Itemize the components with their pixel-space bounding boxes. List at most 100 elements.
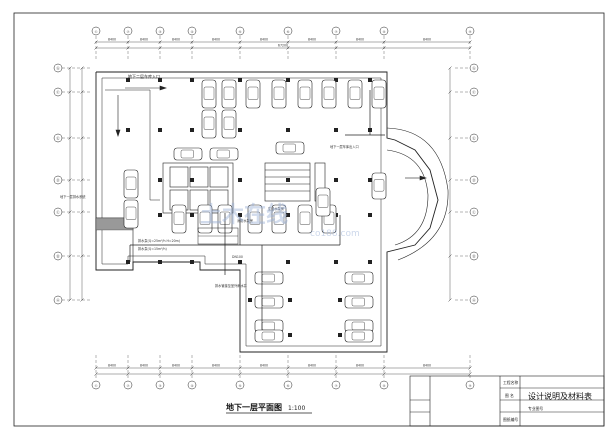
axis-label-left: Ⓕ [56, 90, 60, 95]
dimension-text: 8400 [108, 38, 116, 42]
dimension-text: 8400 [212, 364, 220, 368]
axis-bubble-top [123, 26, 133, 36]
parked-car [173, 147, 203, 161]
axis-bubble-bottom [187, 380, 197, 390]
parked-car [254, 271, 284, 285]
axis-label-top: ⑥ [287, 30, 290, 34]
dimension-text: 8400 [308, 38, 316, 42]
axis-bubble-bottom [155, 380, 165, 390]
axis-bubble-top [331, 26, 341, 36]
column [334, 128, 338, 132]
annotation-labels: 地下二层车库入口 消防水泵房 生活水泵房 地下一层排水系统 排水泵(Q=25m³… [60, 73, 359, 288]
parked-car [371, 172, 387, 200]
axis-label-right: Ⓒ [472, 210, 476, 215]
column [334, 178, 338, 182]
axis-label-right: Ⓐ [472, 298, 476, 303]
dimension-text: 8400 [260, 364, 268, 368]
axis-label-bottom: ⑤ [239, 384, 242, 388]
axis-bubble-right [469, 133, 479, 143]
dimension-text: 8400 [140, 38, 148, 42]
parked-car [221, 109, 237, 139]
dimension-text: 8400 [423, 38, 431, 42]
dimension-text: 8400 [140, 364, 148, 368]
parked-car [297, 204, 313, 234]
drawing-title: 地下一层平面图 [226, 402, 282, 412]
watermark: 土木在线 [200, 202, 288, 228]
axis-label-top: ③ [159, 30, 162, 34]
axis-label-bottom: ③ [159, 384, 162, 388]
title-block [409, 375, 605, 427]
column [238, 128, 242, 132]
column [158, 213, 162, 217]
axis-label-top: ⑤ [239, 30, 242, 34]
column [286, 178, 290, 182]
axis-bubble-right [469, 87, 479, 97]
parked-car [123, 199, 139, 229]
column [286, 128, 290, 132]
axis-bubble-top [91, 26, 101, 36]
dimension-text: 8400 [308, 364, 316, 368]
room-note: 消防水泵房 [237, 218, 253, 223]
axis-label-top: ④ [191, 30, 194, 34]
parked-car [315, 187, 331, 217]
dimension-text: 8400 [108, 364, 116, 368]
mid-note: 排水泵(Q=25m³/h H=20m) [138, 238, 180, 243]
axis-bubble-right [469, 295, 479, 305]
parked-car [221, 79, 237, 109]
watermark-sub: co188.com [310, 229, 360, 239]
column [238, 178, 242, 182]
right-note: 地下一层车库出入口 [330, 144, 359, 149]
column [158, 260, 162, 264]
parked-car [275, 141, 305, 155]
axis-bubble-bottom [379, 380, 389, 390]
axis-label-bottom: ⑧ [383, 384, 386, 388]
column [286, 78, 290, 82]
axis-bubble-left [53, 207, 63, 217]
dimension-lines: 8400 8400 8400 8400 8400 8400 8400 8400 8400 8400… [68, 38, 472, 376]
axis-bubble-bottom [465, 380, 475, 390]
dimension-text: 8400 [172, 364, 180, 368]
note-label: 专业图号 [528, 406, 543, 411]
column [238, 78, 242, 82]
column [238, 260, 242, 264]
column [158, 78, 162, 82]
pipe-note: DN100 [232, 255, 243, 259]
sub-label: 图 名 [505, 393, 514, 398]
sheet-border [13, 12, 605, 427]
mid-note-2: 排水泵(Q=15m³/h) [138, 246, 167, 251]
axis-label-top: ② [127, 30, 130, 34]
axis-label-bottom: ⑥ [287, 384, 290, 388]
drainage-pipes [105, 89, 385, 330]
parked-car [371, 79, 387, 109]
axis-bubble-top [283, 26, 293, 36]
dimension-text: 8400 [260, 38, 268, 42]
axis-label-left: Ⓑ [56, 254, 60, 259]
parked-car [271, 204, 287, 234]
parked-car [171, 204, 187, 234]
axis-bubble-top [379, 26, 389, 36]
axis-label-top: ① [95, 30, 98, 34]
column [286, 260, 290, 264]
axis-bubble-right [469, 207, 479, 217]
axis-label-right: Ⓓ [472, 178, 476, 183]
column [338, 333, 342, 337]
dimension-text: 8400 [212, 38, 220, 42]
axis-bubble-top [465, 26, 475, 36]
axis-label-bottom: ⑨ [469, 384, 472, 388]
column [158, 128, 162, 132]
column [126, 128, 130, 132]
column [190, 128, 194, 132]
axis-label-top: ⑦ [335, 30, 338, 34]
axis-label-left: Ⓔ [56, 136, 60, 141]
axis-label-right: Ⓔ [472, 136, 476, 141]
column [248, 298, 252, 302]
parked-car [347, 79, 363, 109]
dimension-text: 8400 [356, 364, 364, 368]
column [338, 298, 342, 302]
project-label: 工程名称 [503, 380, 518, 385]
axis-label-left: Ⓐ [56, 298, 60, 303]
parked-car [344, 271, 374, 285]
axis-bubble-top [187, 26, 197, 36]
column [190, 213, 194, 217]
